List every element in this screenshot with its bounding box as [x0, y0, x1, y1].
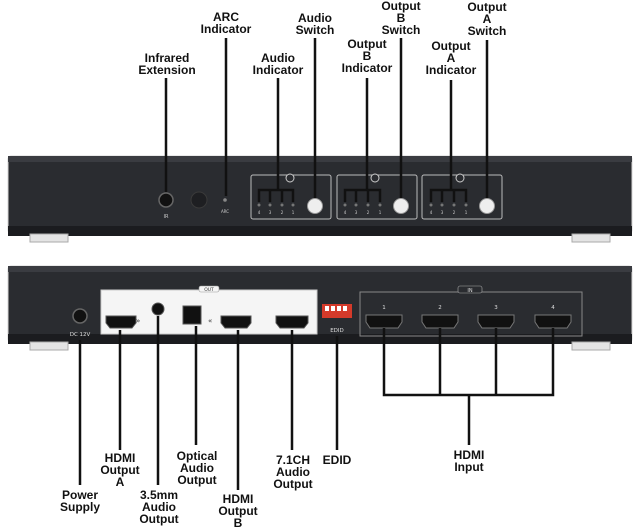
hdmi-7-1ch-port — [275, 315, 309, 329]
in-group-label: IN — [467, 288, 472, 294]
hdmi-input-label: HDMI Input — [453, 448, 485, 474]
arc-indicator-label: ARC Indicator — [200, 10, 252, 36]
dc-label: DC 12V — [70, 332, 91, 338]
audio-led-row — [257, 203, 295, 207]
in-port-number: 2 — [438, 305, 442, 311]
audio-7-1ch-output-label: 7.1CH Audio Output — [273, 453, 313, 491]
in-port-number: 1 — [382, 305, 386, 311]
arc-led — [223, 198, 227, 202]
out-group-tab — [198, 285, 220, 293]
edid-panel-label: EDID — [330, 328, 344, 334]
svg-text:4: 4 — [430, 210, 433, 215]
output-b-control-group: 4 3 2 1 — [336, 173, 418, 220]
output-a-control-group: 4 3 2 1 — [421, 173, 503, 220]
svg-text:4: 4 — [258, 210, 261, 215]
in-port-number: 3 — [494, 305, 498, 311]
infrared-extension-label: Infrared Extension — [138, 51, 196, 77]
in-group-tab — [457, 285, 483, 294]
output-a-indicator-label: Output A Indicator — [425, 39, 477, 77]
output-a-group-icon — [455, 173, 465, 183]
ir-port-label: IR — [164, 214, 169, 220]
rear-leader-lines — [78, 316, 555, 490]
output-a-switch-label: Output A Switch — [467, 0, 507, 38]
svg-text:1: 1 — [292, 210, 295, 215]
output-b-group-icon — [370, 173, 380, 183]
audio-indicator-label: Audio Indicator — [252, 51, 304, 77]
front-leader-lines — [164, 38, 489, 202]
arc-led-label: ARC — [221, 209, 229, 214]
hdmi-output-b-label: HDMI Output B — [218, 492, 258, 530]
out-b-arrow: « — [208, 317, 212, 325]
hdmi-in-port-1 — [365, 314, 403, 329]
power-supply-label: Power Supply — [59, 488, 100, 514]
output-b-switch-label: Output B Switch — [381, 0, 421, 37]
ir-port — [158, 192, 174, 208]
svg-text:2: 2 — [453, 210, 456, 215]
audio-group-icon — [285, 173, 295, 183]
svg-text:1: 1 — [379, 210, 382, 215]
output-a-led-row — [429, 203, 468, 207]
svg-text:1: 1 — [465, 210, 468, 215]
svg-text:3: 3 — [355, 210, 358, 215]
optical-port — [182, 305, 202, 325]
hdmi-in-port-2 — [421, 314, 459, 329]
hdmi-output-a-label: HDMI Output A — [100, 451, 140, 489]
front-feet — [29, 233, 611, 243]
audio-switch-button[interactable] — [307, 198, 323, 214]
front-panel: IR ARC 4 3 2 1 — [7, 155, 633, 243]
output-a-switch-button[interactable] — [479, 198, 495, 214]
output-b-indicator-label: Output B Indicator — [341, 37, 393, 75]
hdmi-out-b-port — [220, 315, 252, 329]
edid-dip-switch[interactable] — [322, 304, 352, 318]
svg-text:2: 2 — [281, 210, 284, 215]
optical-audio-output-label: Optical Audio Output — [176, 449, 218, 487]
rear-panel: DC 12V OUT » « EDID IN 1 2 — [7, 265, 633, 351]
svg-text:3: 3 — [441, 210, 444, 215]
hdmi-out-a-port — [105, 315, 137, 329]
output-b-switch-button[interactable] — [393, 198, 409, 214]
svg-text:2: 2 — [367, 210, 370, 215]
hdmi-in-port-3 — [477, 314, 515, 329]
rear-feet — [29, 341, 611, 351]
audio-3-5mm-jack — [151, 302, 165, 316]
edid-label: EDID — [322, 453, 352, 467]
in-port-number: 4 — [551, 305, 555, 311]
audio-switch-label: Audio Switch — [295, 11, 335, 37]
audio-3-5mm-output-label: 3.5mm Audio Output — [139, 488, 179, 526]
ir-receiver-window — [190, 191, 208, 209]
out-group-label: OUT — [204, 287, 214, 293]
audio-control-group: 4 3 2 1 — [250, 173, 332, 220]
svg-text:3: 3 — [269, 210, 272, 215]
dc-jack — [72, 308, 88, 324]
svg-text:4: 4 — [344, 210, 347, 215]
hdmi-in-port-4 — [534, 314, 572, 329]
out-a-arrow: » — [136, 317, 140, 325]
output-b-led-row — [343, 203, 382, 207]
